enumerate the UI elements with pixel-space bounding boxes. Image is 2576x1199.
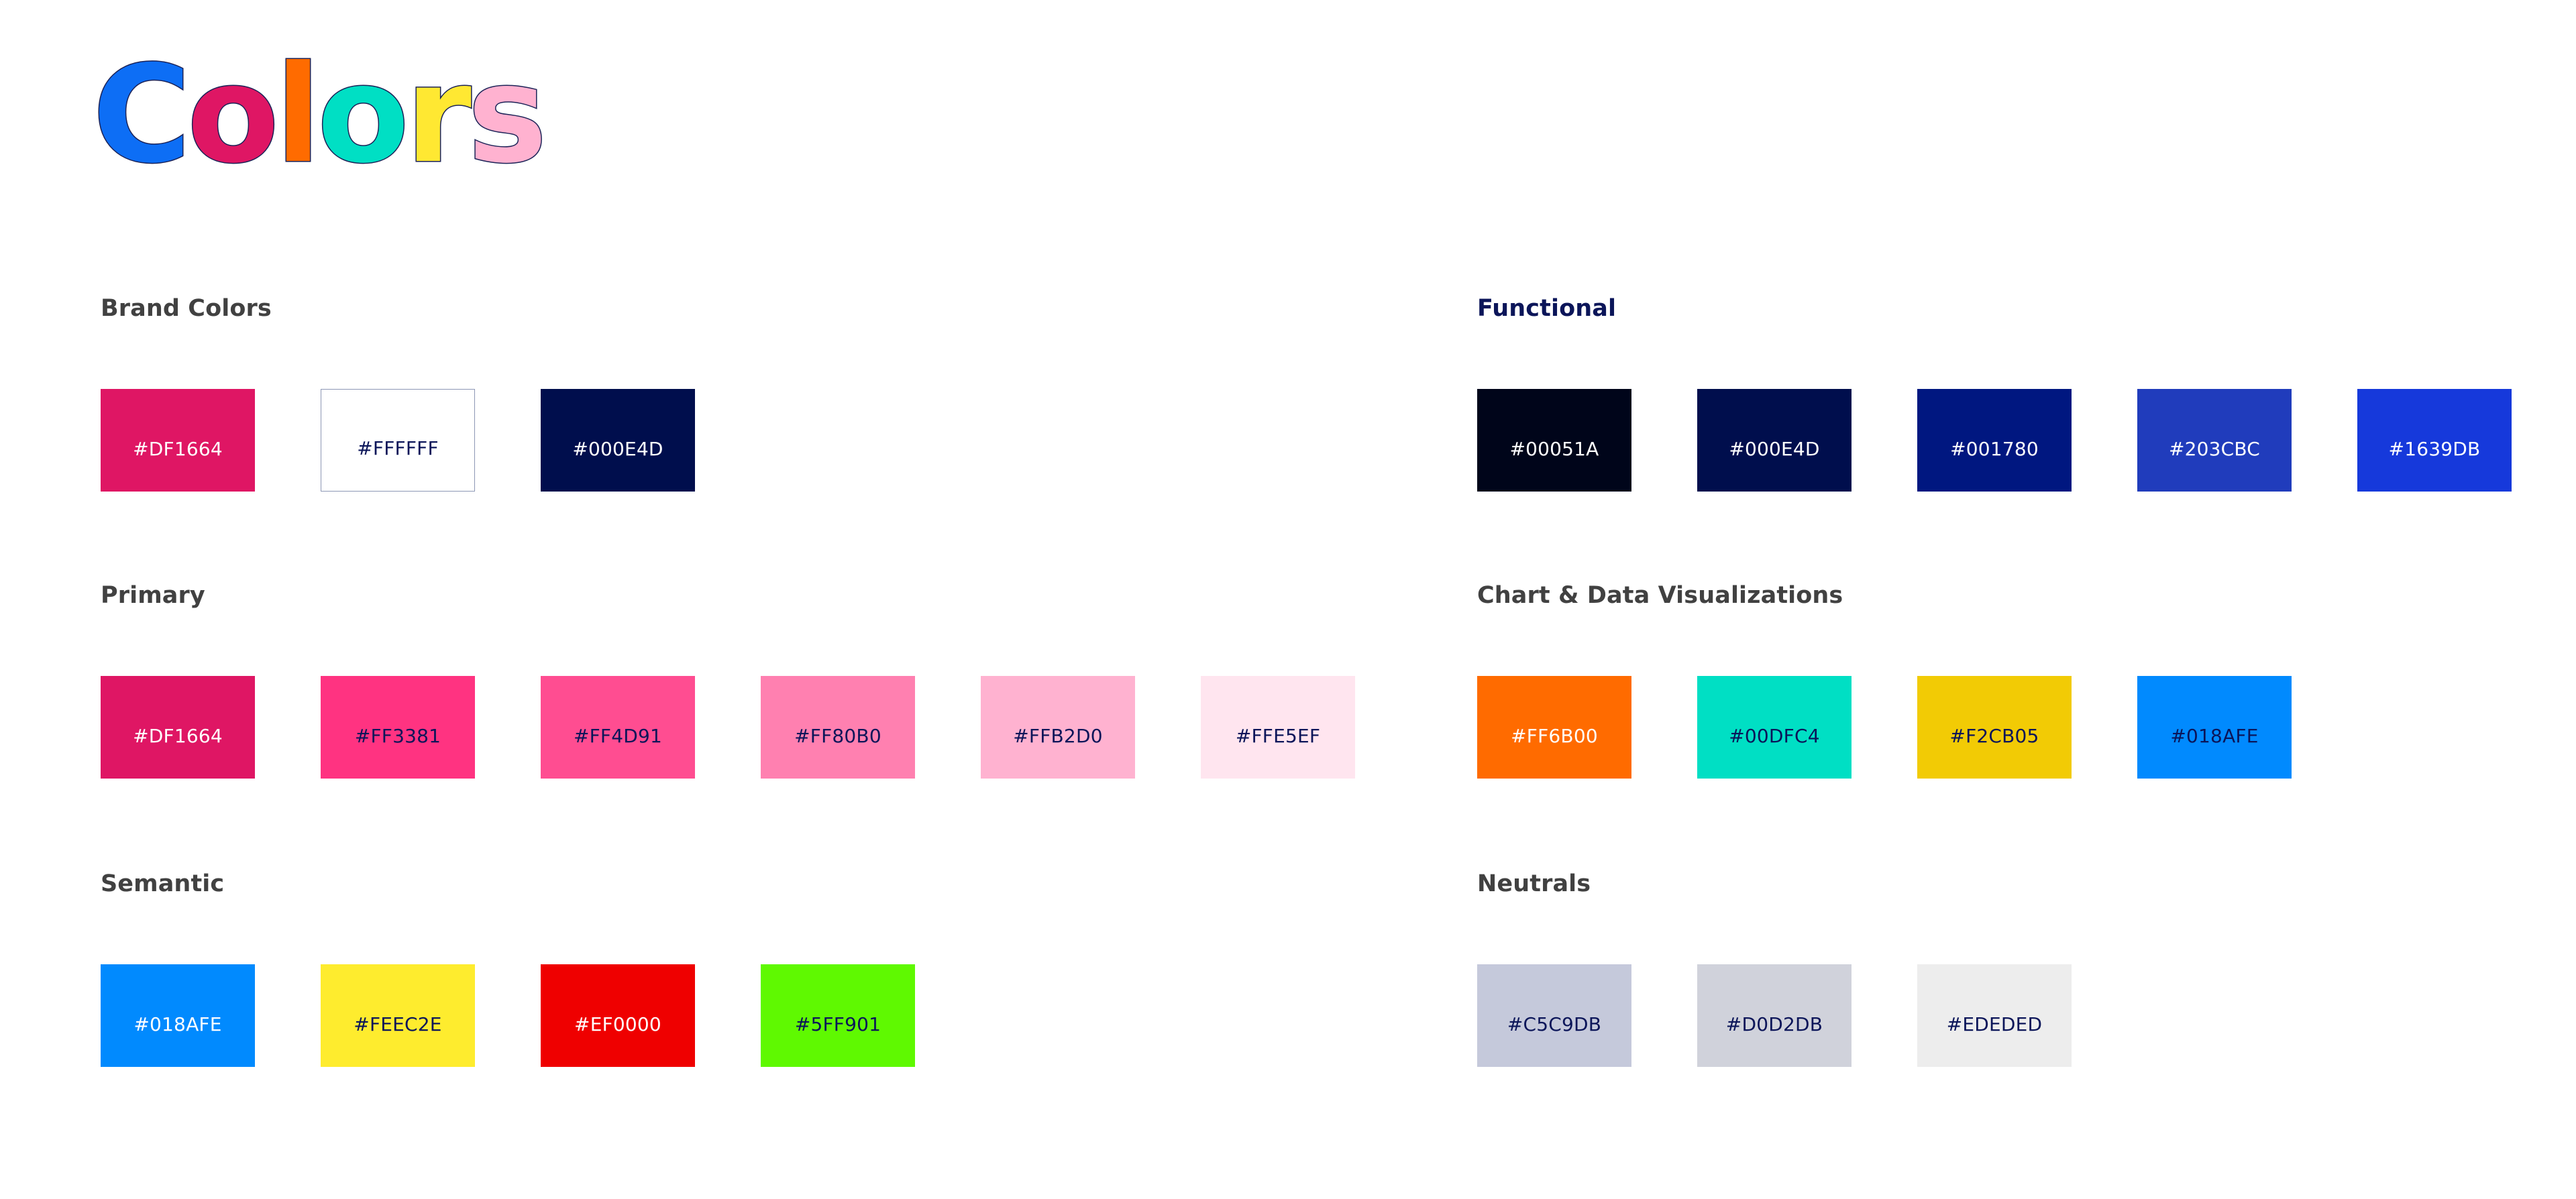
color-swatch[interactable]: #EF0000 [541,964,695,1067]
color-swatch[interactable]: #018AFE [2137,676,2292,779]
color-swatch[interactable]: #00051A [1477,389,1631,492]
section-title-chart-data-visualizations: Chart & Data Visualizations [1477,582,1843,609]
title-letter-1: C [92,37,193,194]
left-column: Brand Colors #DF1664 #FFFFFF #000E4D Primary… [0,0,1355,1199]
color-swatch[interactable]: #DF1664 [101,676,255,779]
color-swatch[interactable]: #FFFFFF [321,389,475,492]
color-swatch[interactable]: #FEEC2E [321,964,475,1067]
swatch-hex-label: #1639DB [2388,438,2481,460]
section-primary: Primary #DF1664 #FF3381 #FF4D91 #FF80B0 #FFB2… [101,582,1355,779]
section-title-neutrals: Neutrals [1477,870,1591,897]
color-swatch[interactable]: #00DFC4 [1697,676,1851,779]
swatch-hex-label: #001780 [1950,438,2039,460]
swatch-hex-label: #FEEC2E [354,1013,442,1035]
color-swatch[interactable]: #EDEDED [1917,964,2072,1067]
swatch-row-functional: #00051A #000E4D #001780 #203CBC #1639DB [1477,389,2512,492]
swatch-hex-label: #C5C9DB [1507,1013,1602,1035]
swatch-hex-label: #D0D2DB [1725,1013,1823,1035]
color-swatch[interactable]: #FF6B00 [1477,676,1631,779]
swatch-hex-label: #FFFFFF [357,437,439,459]
color-swatch[interactable]: #FF4D91 [541,676,695,779]
section-functional: Functional #00051A #000E4D #001780 #203CBC #1… [1477,295,2512,492]
section-title-functional: Functional [1477,295,1617,322]
swatch-row-semantic: #018AFE #FEEC2E #EF0000 #5FF901 [101,964,915,1067]
swatch-hex-label: #018AFE [133,1013,222,1035]
swatch-row-chart-data-visualizations: #FF6B00 #00DFC4 #F2CB05 #018AFE [1477,676,2292,779]
swatch-hex-label: #FF4D91 [573,725,663,747]
section-title-semantic: Semantic [101,870,225,897]
color-swatch[interactable]: #000E4D [1697,389,1851,492]
swatch-hex-label: #00051A [1509,438,1599,460]
swatch-hex-label: #FF6B00 [1511,725,1598,747]
color-swatch[interactable]: #5FF901 [761,964,915,1067]
swatch-hex-label: #000E4D [1729,438,1820,460]
section-title-brand-colors: Brand Colors [101,295,272,322]
title-letter-6: s [466,37,548,194]
section-title-primary: Primary [101,582,205,609]
swatch-hex-label: #018AFE [2170,725,2259,747]
color-swatch[interactable]: #DF1664 [101,389,255,492]
color-swatch[interactable]: #001780 [1917,389,2072,492]
swatch-row-neutrals: #C5C9DB #D0D2DB #EDEDED [1477,964,2072,1067]
color-swatch[interactable]: #203CBC [2137,389,2292,492]
swatch-hex-label: #EF0000 [574,1013,661,1035]
swatch-hex-label: #EDEDED [1946,1013,2043,1035]
title-letter-3: l [274,37,322,194]
swatch-hex-label: #FF80B0 [794,725,881,747]
color-swatch[interactable]: #F2CB05 [1917,676,2072,779]
color-swatch[interactable]: #D0D2DB [1697,964,1851,1067]
swatch-hex-label: #FFE5EF [1235,725,1321,747]
swatch-row-brand-colors: #DF1664 #FFFFFF #000E4D [101,389,695,492]
swatch-hex-label: #DF1664 [133,438,223,460]
right-column: Functional #00051A #000E4D #001780 #203CBC #1… [1377,0,2576,1199]
swatch-hex-label: #F2CB05 [1949,725,2039,747]
section-semantic: Semantic #018AFE #FEEC2E #EF0000 #5FF901 [101,870,915,1067]
swatch-hex-label: #FF3381 [354,725,441,747]
color-swatch[interactable]: #FFB2D0 [981,676,1135,779]
swatch-hex-label: #5FF901 [794,1013,881,1035]
swatch-hex-label: #203CBC [2168,438,2261,460]
section-brand-colors: Brand Colors #DF1664 #FFFFFF #000E4D [101,295,695,492]
section-neutrals: Neutrals #C5C9DB #D0D2DB #EDEDED [1477,870,2072,1067]
swatch-row-primary: #DF1664 #FF3381 #FF4D91 #FF80B0 #FFB2D0 #FFE5… [101,676,1355,779]
title-letter-2: o [186,37,280,194]
color-swatch[interactable]: #1639DB [2357,389,2512,492]
color-swatch[interactable]: #C5C9DB [1477,964,1631,1067]
swatch-hex-label: #00DFC4 [1729,725,1820,747]
swatch-hex-label: #000E4D [572,438,663,460]
title-letter-4: o [316,37,410,194]
color-swatch[interactable]: #018AFE [101,964,255,1067]
color-swatch[interactable]: #FF80B0 [761,676,915,779]
color-swatch[interactable]: #000E4D [541,389,695,492]
title-letter-5: r [405,37,473,194]
swatch-hex-label: #FFB2D0 [1013,725,1103,747]
color-swatch[interactable]: #FF3381 [321,676,475,779]
color-swatch[interactable]: #FFE5EF [1201,676,1355,779]
swatch-hex-label: #DF1664 [133,725,223,747]
section-chart-data-visualizations: Chart & Data Visualizations #FF6B00 #00DFC… [1477,582,2292,779]
